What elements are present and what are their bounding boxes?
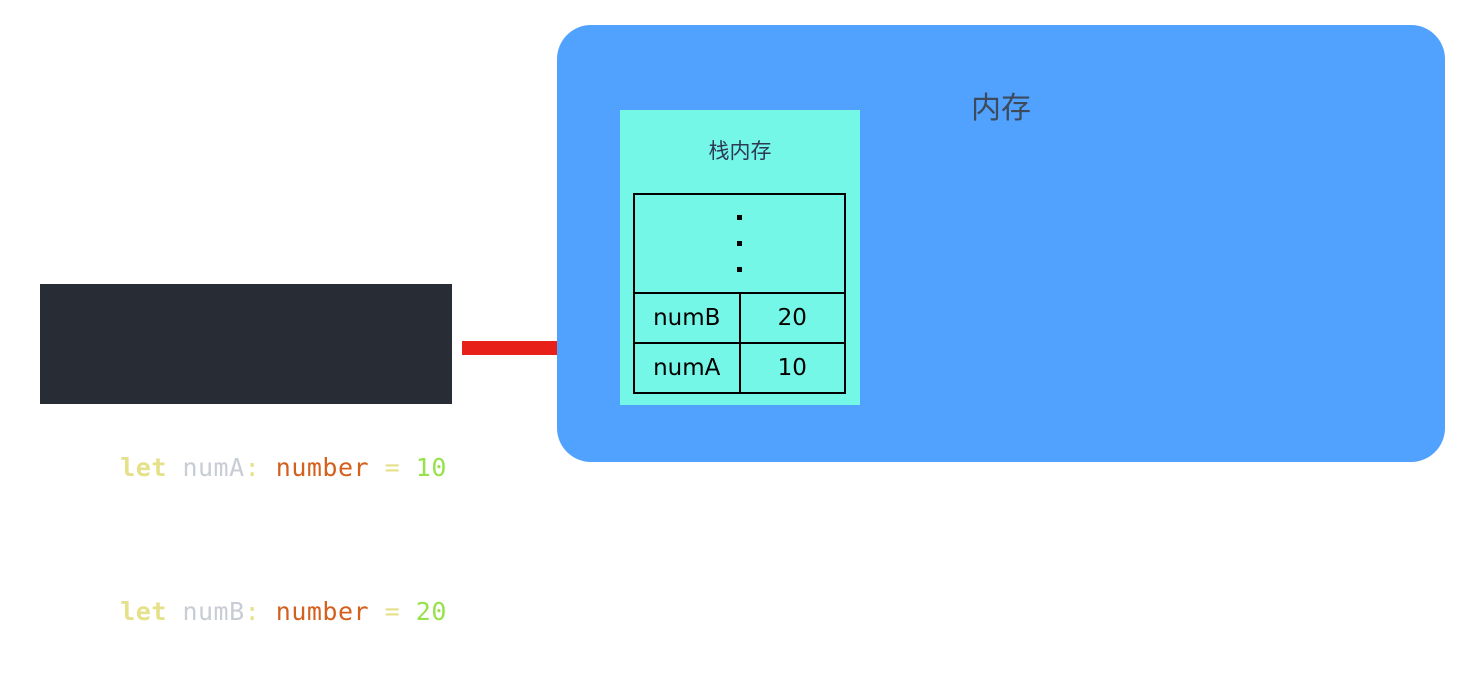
- stack-memory-container: 栈内存 numB 20 numA 10: [620, 110, 860, 405]
- dot-icon: [737, 215, 742, 220]
- memory-container: 内存 栈内存 numB 20 numA 10: [557, 25, 1445, 462]
- code-space: [400, 597, 416, 626]
- code-snippet-panel: let numA: number = 10 let numB: number =…: [40, 284, 452, 626]
- stack-cell-name: numB: [633, 292, 741, 344]
- code-space: [260, 453, 276, 482]
- code-variable: numB: [182, 597, 245, 626]
- code-space: [167, 453, 183, 482]
- code-variable: numA: [182, 453, 245, 482]
- code-keyword: let: [120, 453, 167, 482]
- table-row: numB 20: [633, 292, 846, 344]
- memory-title: 内存: [971, 91, 1031, 126]
- stack-cell-value: 10: [738, 342, 846, 394]
- stack-cell-value: 20: [738, 292, 846, 344]
- code-number: 10: [415, 453, 447, 482]
- table-row: numA 10: [633, 342, 846, 394]
- code-space: [369, 597, 385, 626]
- red-right-arrow-icon: [462, 327, 608, 369]
- code-line: let numB: number = 20: [58, 540, 452, 626]
- stack-memory-table: numB 20 numA 10: [633, 193, 846, 394]
- vertical-ellipsis-cell: [633, 193, 846, 294]
- code-type: number: [275, 597, 370, 626]
- code-colon: :: [244, 453, 261, 482]
- stack-cell-name: numA: [633, 342, 741, 394]
- code-type: number: [275, 453, 370, 482]
- dot-icon: [737, 267, 742, 272]
- code-operator: =: [384, 453, 401, 482]
- code-keyword: let: [120, 597, 167, 626]
- code-operator: =: [384, 597, 401, 626]
- code-space: [369, 453, 385, 482]
- code-space: [167, 597, 183, 626]
- code-colon: :: [244, 597, 261, 626]
- code-space: [400, 453, 416, 482]
- dot-icon: [737, 241, 742, 246]
- vertical-ellipsis-icon: [635, 195, 844, 292]
- code-space: [260, 597, 276, 626]
- code-number: 20: [415, 597, 447, 626]
- code-line: let numA: number = 10: [58, 396, 452, 482]
- table-row-ellipsis: [633, 193, 846, 294]
- stack-memory-title: 栈内存: [708, 139, 772, 163]
